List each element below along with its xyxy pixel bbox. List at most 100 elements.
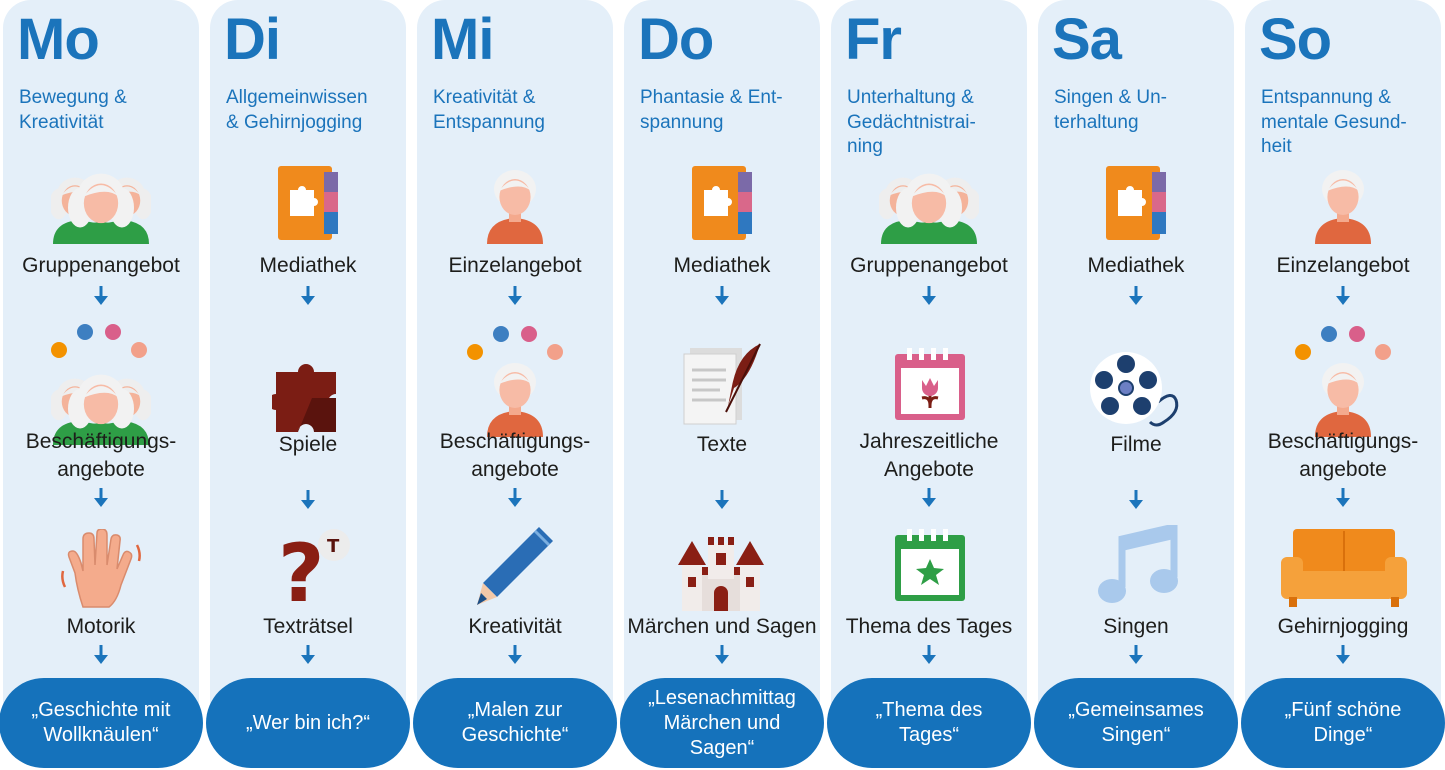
sofa-icon [1279,527,1409,612]
activity-title: „Wer bin ich?“ [245,711,371,734]
arrow-down-icon [1333,488,1353,508]
film-reel-icon [1088,350,1182,435]
day-theme: Allgemeinwissen & Gehirnjogging [226,87,368,133]
activity-person-icon [467,322,563,442]
arrow-down-icon [505,488,525,508]
step-label: Mediathek [673,254,771,277]
day-theme: Singen & Un- terhaltung [1054,87,1168,133]
arrow-down-icon [91,286,111,306]
step-label: Beschäftigungs- angebote [25,430,177,481]
arrow-down-icon [91,488,111,508]
arrow-down-icon [1333,286,1353,306]
step-label: Spiele [278,433,338,456]
puzzle-icon [268,358,352,443]
step-label: Motorik [66,615,136,638]
step-label: Beschäftigungs- angebote [1267,430,1419,481]
arrow-down-icon [298,645,318,665]
activity-pill: „Thema des Tages“ [827,678,1031,768]
arrow-down-icon [1126,645,1146,665]
step-label: Singen [1103,615,1169,638]
arrow-down-icon [919,645,939,665]
hand-icon [59,528,143,614]
group-icon [49,164,153,249]
day-abbreviation: So [1259,7,1332,72]
pencil-icon [473,525,555,612]
svg-text:T: T [327,536,340,557]
arrow-down-icon [712,645,732,665]
arrow-down-icon [1126,286,1146,306]
day-theme: Bewegung & Kreativität [19,87,127,133]
question-icon: ? T [276,527,358,620]
activity-title: „Thema des Tages“ [875,699,983,746]
day-panel [1245,0,1441,725]
arrow-down-icon [1333,645,1353,665]
activity-pill: „Malen zur Geschichte“ [413,678,617,768]
music-note-icon [1094,522,1178,614]
arrow-down-icon [1126,490,1146,510]
step-label: Jahreszeitliche Angebote [859,430,999,481]
media-book-icon [1104,164,1168,247]
day-abbreviation: Mo [17,7,100,72]
day-panel [210,0,406,725]
day-abbreviation: Di [224,7,281,72]
step-label: Einzelangebot [448,254,582,277]
step-label: Kreativität [468,615,562,638]
activity-pill: „Gemeinsames Singen“ [1034,678,1238,768]
calendar-star-icon [893,529,967,608]
svg-text:?: ? [278,527,324,607]
activity-title: „Fünf schöne Dinge“ [1284,699,1402,746]
day-abbreviation: Do [638,7,714,72]
day-panel [417,0,613,725]
arrow-down-icon [91,645,111,665]
media-book-icon [276,164,340,247]
day-theme: Phantasie & Ent- spannung [640,87,783,133]
day-abbreviation: Fr [845,7,902,72]
media-book-icon [690,164,754,247]
activity-pill: „Lesenachmittag Märchen und Sagen“ [620,678,824,768]
person-icon [1307,164,1379,249]
step-label: Beschäftigungs- angebote [439,430,591,481]
arrow-down-icon [505,645,525,665]
day-theme: Kreativität & Entspannung [433,87,545,133]
arrow-down-icon [712,490,732,510]
arrow-down-icon [505,286,525,306]
activity-title: „Gemeinsames Singen“ [1068,699,1204,746]
step-label: Gehirnjogging [1277,615,1409,638]
activity-pill: „Wer bin ich?“ [206,678,410,768]
quill-text-icon [680,342,764,431]
activity-person-icon [1295,322,1391,442]
step-label: Märchen und Sagen [627,615,817,638]
day-column-sa: Sa Singen & Un- terhaltung Mediathek Fil… [1034,0,1238,770]
step-label: Filme [1110,433,1162,456]
activity-title: „Geschichte mit Wollknäulen“ [31,699,171,746]
arrow-down-icon [712,286,732,306]
activity-pill: „Geschichte mit Wollknäulen“ [0,678,203,768]
arrow-down-icon [298,286,318,306]
day-column-di: Di Allgemeinwissen & Gehirnjogging Media… [206,0,410,770]
step-label: Einzelangebot [1276,254,1410,277]
step-label: Mediathek [259,254,357,277]
calendar-flower-icon [893,348,967,427]
arrow-down-icon [919,286,939,306]
activity-group-icon [49,320,153,450]
group-icon [877,164,981,249]
arrow-down-icon [919,488,939,508]
castle-icon [676,529,766,616]
day-abbreviation: Sa [1052,7,1122,72]
step-label: Gruppenangebot [850,254,1008,277]
step-label: Texte [696,433,748,456]
step-label: Texträtsel [263,615,353,638]
activity-pill: „Fünf schöne Dinge“ [1241,678,1445,768]
step-label: Mediathek [1087,254,1185,277]
day-theme: Unterhaltung & Gedächtnistrai- ning [847,87,976,157]
step-label: Thema des Tages [845,615,1013,638]
day-abbreviation: Mi [431,7,494,72]
day-column-do: Do Phantasie & Ent- spannung Mediathek T… [620,0,824,770]
step-label: Gruppenangebot [22,254,180,277]
person-icon [479,164,551,249]
arrow-down-icon [298,490,318,510]
